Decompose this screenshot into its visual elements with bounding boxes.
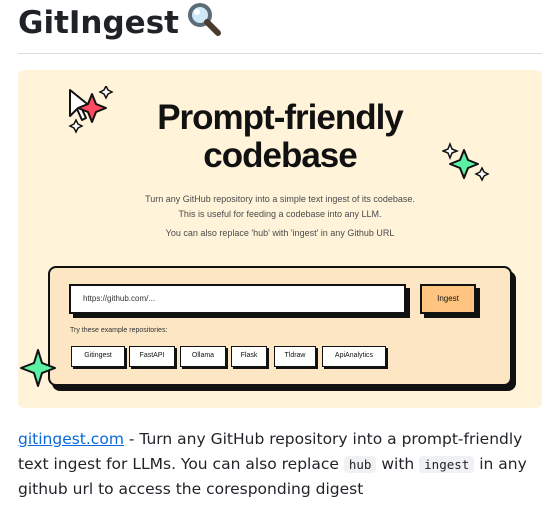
code-ingest: ingest <box>419 455 475 473</box>
hero-title-line2: codebase <box>203 136 357 175</box>
code-hub: hub <box>343 455 377 473</box>
page-title-text: GitIngest <box>18 5 179 41</box>
heading-divider <box>18 53 542 54</box>
hero-title-line1: Prompt-friendly <box>157 98 404 137</box>
example-chip-tldraw: Tldraw <box>274 346 316 367</box>
page-title: GitIngest <box>18 0 223 50</box>
repo-url-input: https://github.com/... <box>69 284 406 314</box>
green-star-icon <box>20 349 56 387</box>
magnifying-glass-icon <box>185 1 223 50</box>
banner-image: Prompt-friendly codebase Turn any GitHub… <box>18 70 542 408</box>
ingest-button: Ingest <box>420 284 476 314</box>
examples-label: Try these example repositories: <box>70 327 168 334</box>
description-paragraph: gitingest.com - Turn any GitHub reposito… <box>18 427 548 502</box>
description-text-3: in any github url to access the corespon… <box>18 454 527 499</box>
green-sparkle-icon <box>442 142 490 182</box>
hero-subtitle-line1: Turn any GitHub repository into a simple… <box>145 194 415 204</box>
example-chip-apianalytics: ApiAnalytics <box>322 346 386 367</box>
description-text-2: with <box>376 454 420 473</box>
example-chip-flask: Flask <box>231 346 267 367</box>
example-chip-gitingest: Gitingest <box>71 346 125 367</box>
example-chip-ollama: Ollama <box>180 346 226 367</box>
example-chip-fastapi: FastAPI <box>129 346 175 367</box>
hero-subtitle-line2: This is useful for feeding a codebase in… <box>178 209 382 219</box>
description-text-1: - Turn any GitHub repository into a prom… <box>18 430 523 473</box>
gitingest-link[interactable]: gitingest.com <box>18 430 124 448</box>
cursor-sparkle-icon <box>68 86 114 134</box>
hero-subtitle-line3: You can also replace 'hub' with 'ingest'… <box>165 228 395 238</box>
